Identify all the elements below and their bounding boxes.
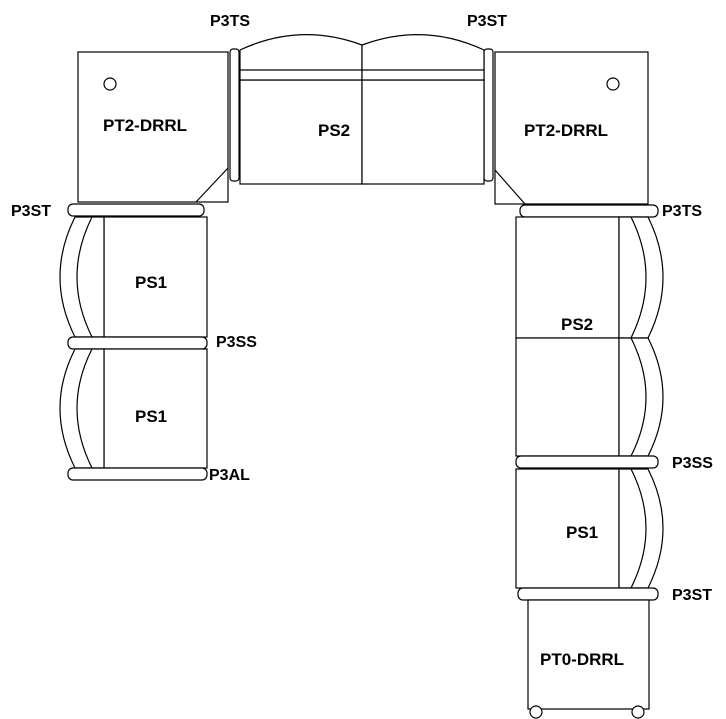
arm-right-bottom-label: P3ST	[672, 587, 712, 604]
top-seat-group	[229, 34, 494, 185]
corner-left-label: PT2-DRRL	[103, 116, 187, 135]
arm-left-top-label: P3ST	[11, 203, 51, 220]
arm-top-left-label: P3TS	[210, 13, 250, 30]
top-seat-label: PS2	[318, 121, 350, 140]
end-left-circle-icon	[529, 705, 543, 719]
arm-right-mid-label: P3SS	[672, 455, 713, 472]
left-seat-1-label: PS1	[135, 273, 167, 292]
arm-left-mid-label: P3SS	[216, 334, 257, 351]
right-double-seat-label: PS2	[561, 315, 593, 334]
bottom-end-label: PT0-DRRL	[540, 650, 624, 669]
corner-right-circle-icon	[606, 77, 620, 91]
left-seat-2-label: PS1	[135, 407, 167, 426]
corner-piece-left	[77, 51, 229, 203]
corner-right-label: PT2-DRRL	[524, 121, 608, 140]
left-seat-group	[59, 203, 208, 481]
arm-left-bottom-label: P3AL	[209, 467, 250, 484]
end-right-circle-icon	[631, 705, 645, 719]
arm-right-top-label: P3TS	[662, 203, 702, 220]
right-single-seat-label: PS1	[566, 523, 598, 542]
corner-left-circle-icon	[103, 77, 117, 91]
bottom-end-piece	[527, 599, 650, 719]
right-seat-group	[515, 204, 664, 601]
arm-top-right-label: P3ST	[467, 13, 507, 30]
corner-piece-right	[494, 51, 649, 205]
